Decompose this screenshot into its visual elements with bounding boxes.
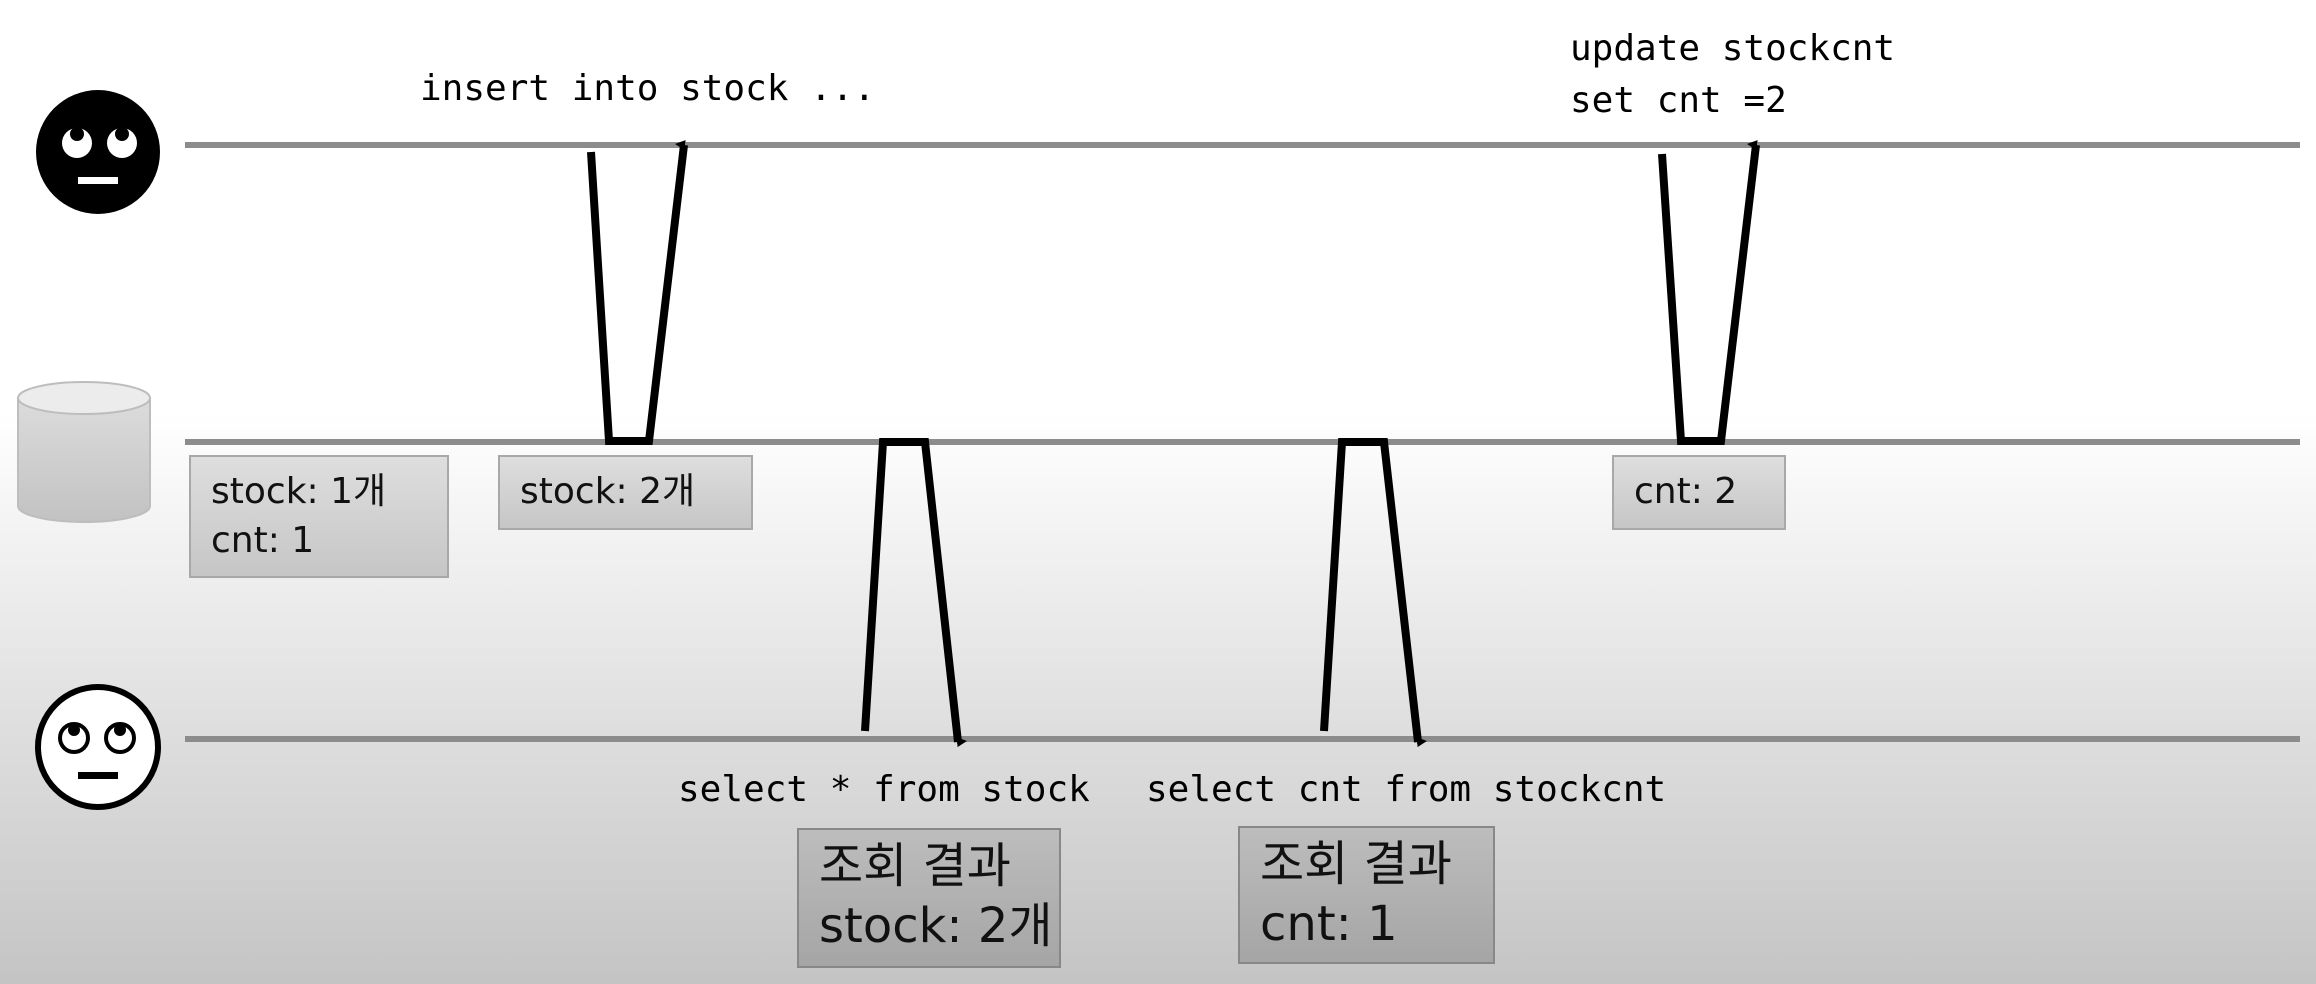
update-request-arrow xyxy=(1658,140,1760,445)
update-query-text: update stockcnt set cnt =2 xyxy=(1570,23,1895,127)
db-state-after-update: cnt: 2 xyxy=(1612,455,1786,530)
eye-rolling-face-outline-icon xyxy=(35,684,161,810)
query-line: update stockcnt xyxy=(1570,28,1896,69)
select-cnt-arrow xyxy=(1320,438,1427,748)
top-transaction-timeline xyxy=(185,142,2300,148)
state-line: stock: 2개 xyxy=(520,471,696,512)
select-cnt-query-text: select cnt from stockcnt xyxy=(1146,764,1666,816)
insert-query-text: insert into stock ... xyxy=(420,63,875,115)
bottom-transaction-timeline xyxy=(185,736,2300,742)
state-line: cnt: 1 xyxy=(211,520,315,561)
state-line: cnt: 2 xyxy=(1634,471,1738,512)
query-line: select cnt from stockcnt xyxy=(1146,769,1667,810)
result-line: 조회 결과 xyxy=(819,838,1011,894)
query-line: select * from stock xyxy=(678,769,1090,810)
database-cylinder-icon xyxy=(17,381,151,523)
result-line: stock: 2개 xyxy=(819,898,1053,954)
db-state-after-insert: stock: 2개 xyxy=(498,455,753,530)
db-state-initial: stock: 1개 cnt: 1 xyxy=(189,455,449,578)
eye-rolling-face-icon xyxy=(36,90,160,214)
select-stock-arrow xyxy=(861,438,967,748)
result-line: 조회 결과 xyxy=(1260,836,1452,892)
result-line: cnt: 1 xyxy=(1260,896,1398,952)
select-stock-query-text: select * from stock xyxy=(678,764,1090,816)
query-line: set cnt =2 xyxy=(1570,80,1787,121)
database-timeline xyxy=(185,439,2300,445)
state-line: stock: 1개 xyxy=(211,471,387,512)
insert-request-arrow xyxy=(587,140,688,445)
query-line: insert into stock ... xyxy=(420,68,876,109)
